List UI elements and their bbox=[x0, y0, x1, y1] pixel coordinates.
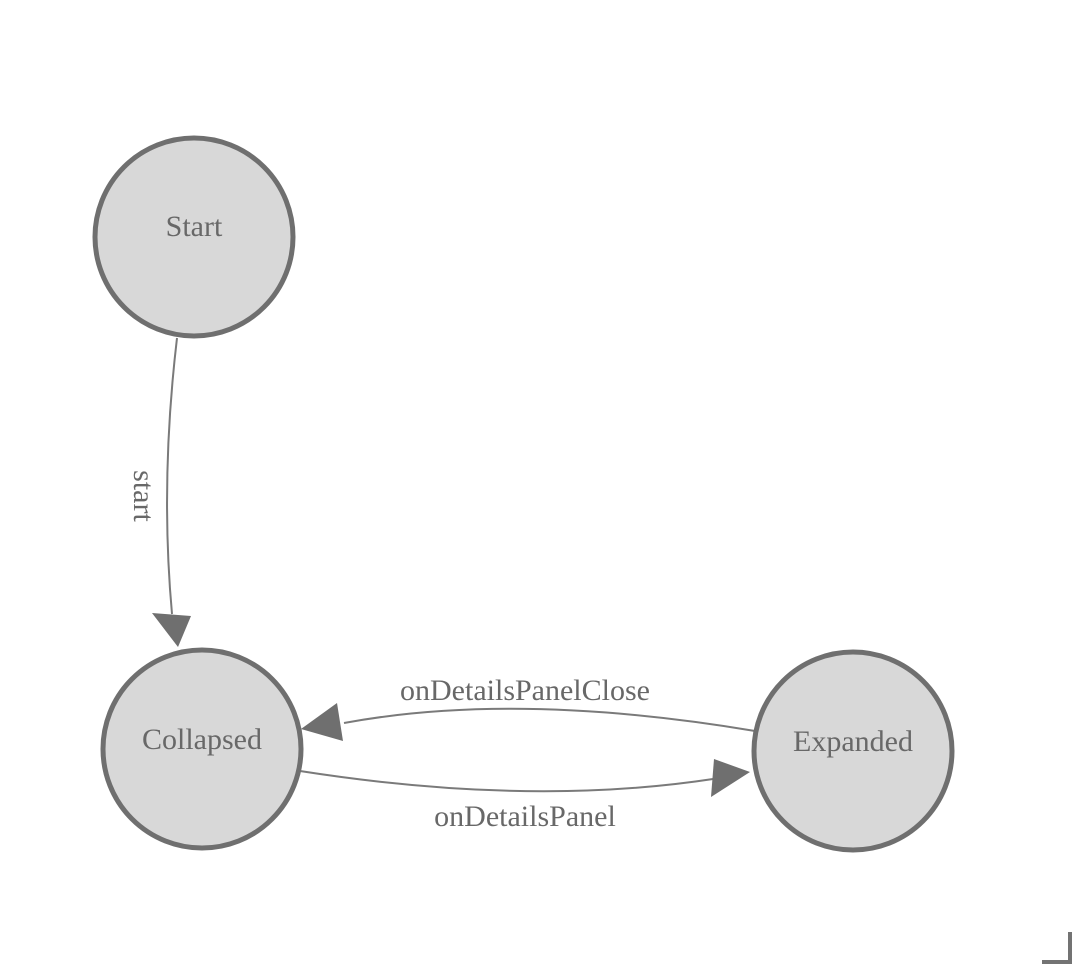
edge-on-details-panel-path bbox=[299, 770, 714, 793]
state-node-expanded-circle bbox=[751, 649, 955, 853]
state-node-collapsed-label: Collapsed bbox=[142, 723, 262, 756]
state-node-expanded-label: Expanded bbox=[793, 725, 913, 758]
edge-on-details-panel-close: onDetailsPanelClose bbox=[301, 674, 756, 741]
canvas-corner-mark bbox=[1042, 932, 1072, 964]
edge-label-on-details-panel: onDetailsPanel bbox=[434, 800, 616, 833]
edge-label-on-details-panel-close: onDetailsPanelClose bbox=[400, 674, 650, 707]
edge-on-details-panel: onDetailsPanel bbox=[299, 759, 750, 833]
edge-start-path bbox=[166, 337, 178, 615]
arrowhead-icon bbox=[711, 759, 750, 797]
edge-label-start: start bbox=[127, 470, 160, 522]
arrowhead-icon bbox=[301, 703, 343, 741]
state-node-collapsed-circle bbox=[100, 647, 304, 851]
edge-on-details-panel-close-path bbox=[343, 707, 756, 732]
state-node-start-label: Start bbox=[166, 210, 223, 243]
edge-start-transition: start bbox=[127, 337, 191, 647]
state-node-start[interactable]: Start bbox=[92, 135, 296, 339]
state-node-collapsed[interactable]: Collapsed bbox=[100, 647, 304, 851]
arrowhead-icon bbox=[152, 613, 191, 647]
state-node-start-circle bbox=[92, 135, 296, 339]
state-node-expanded[interactable]: Expanded bbox=[751, 649, 955, 853]
